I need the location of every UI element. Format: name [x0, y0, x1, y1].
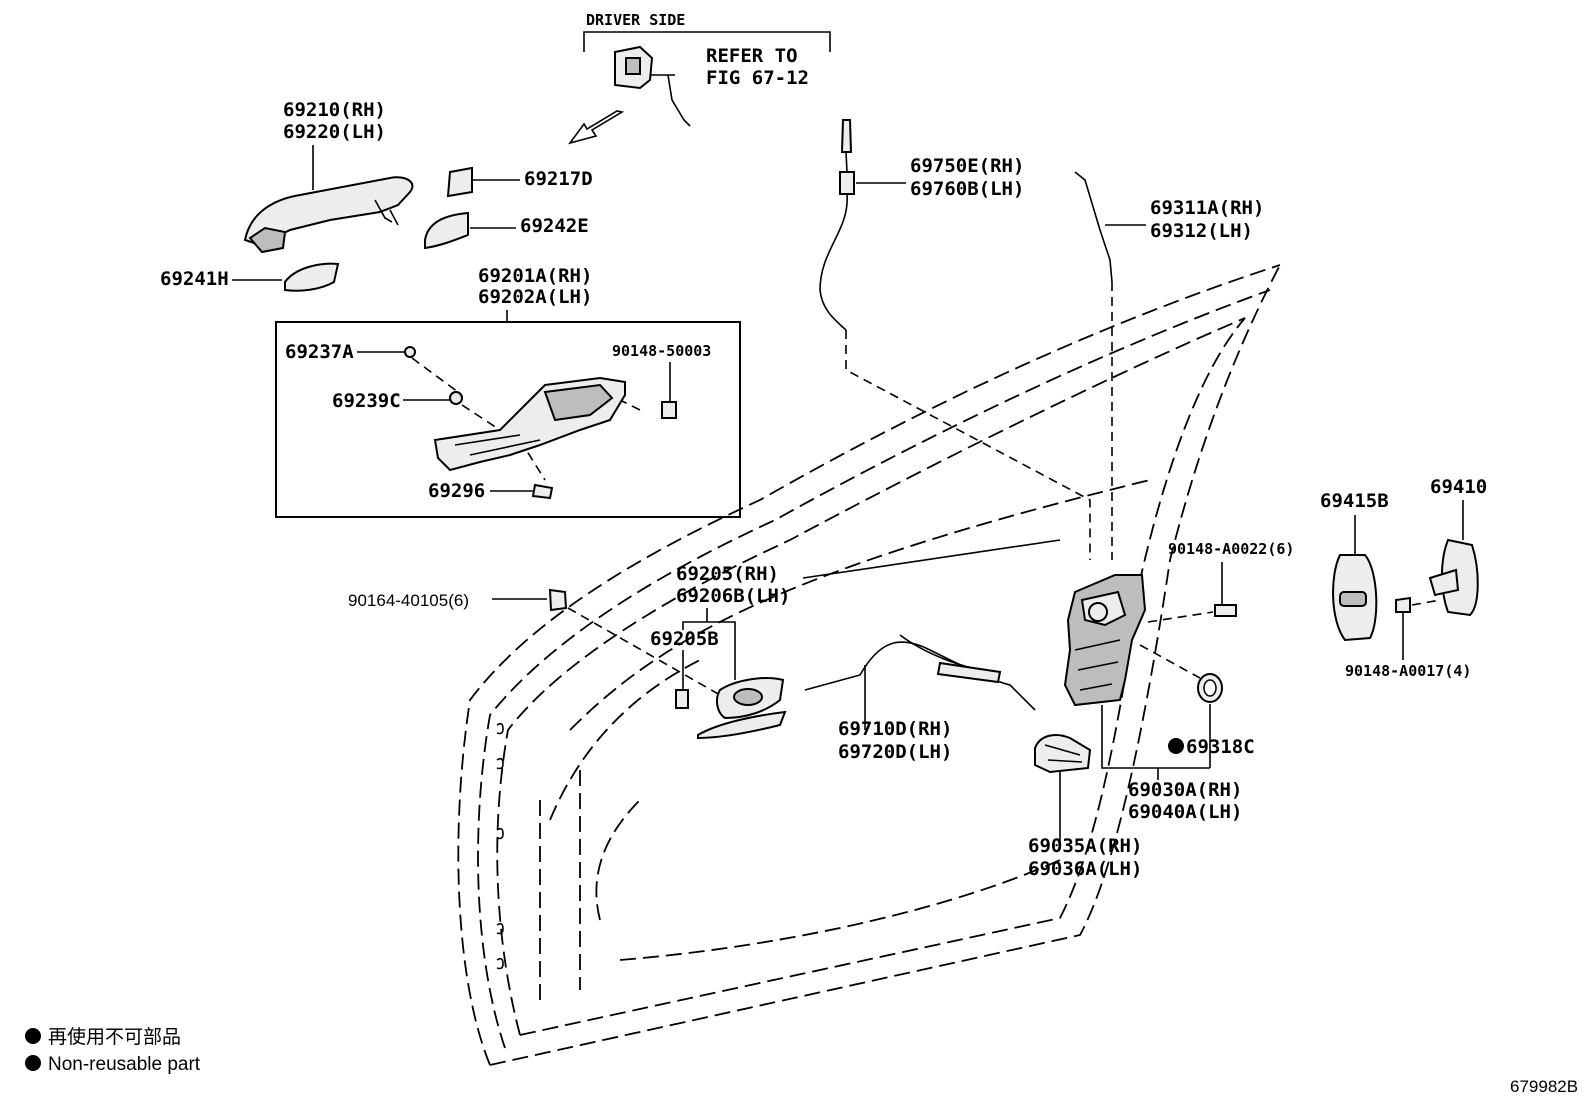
label-69206b-lh: 69206B(LH) [676, 585, 790, 607]
direction-arrow [567, 110, 625, 145]
label-90148-a0022: 90148-A0022(6) [1168, 540, 1294, 558]
label-69760b-lh: 69760B(LH) [910, 178, 1024, 200]
door-lock-striker-part [1441, 538, 1479, 617]
pad-69241h-part [284, 262, 340, 292]
rod-69311a-group: 69311A(RH) 69312(LH) [1074, 171, 1264, 560]
key-cylinder-part [614, 45, 691, 127]
figure-code: 679982B [1510, 1077, 1578, 1096]
label-69720d-lh: 69720D(LH) [838, 741, 952, 763]
label-69030a-rh: 69030A(RH) [1128, 779, 1242, 801]
label-69237a: 69237A [285, 341, 354, 363]
door-lock-assembly-group: 90148-A0022(6) 69318C 69030A(RH) 69040A(… [1028, 540, 1294, 880]
label-69040a-lh: 69040A(LH) [1128, 801, 1242, 823]
label-69318c: 69318C [1186, 736, 1255, 758]
label-90164-40105: 90164-40105(6) [348, 591, 469, 610]
handle-cover-69217d-part [446, 166, 473, 198]
cable-69750e-group: 69750E(RH) 69760B(LH) [819, 119, 1091, 560]
outside-door-handle-part [243, 176, 414, 247]
label-69241h: 69241H [160, 268, 229, 290]
refer-to-label: REFER TO [706, 45, 798, 67]
lock-cover-part [1034, 734, 1092, 774]
legend-dot-jp [25, 1028, 41, 1044]
label-69239c: 69239C [332, 390, 401, 412]
cable-69710d-group: 69710D(RH) 69720D(LH) [804, 634, 1036, 763]
striker-group: 69415B 69410 90148-A0017(4) [1320, 476, 1487, 680]
label-69202a-lh: 69202A(LH) [478, 286, 592, 308]
label-69750e-rh: 69750E(RH) [910, 155, 1024, 177]
label-90148-a0017: 90148-A0017(4) [1345, 662, 1471, 680]
label-69220-lh: 69220(LH) [283, 121, 386, 143]
label-69296: 69296 [428, 480, 485, 502]
door-body-outline [457, 264, 1281, 1066]
label-69205-rh: 69205(RH) [676, 563, 779, 585]
label-69242e: 69242E [520, 215, 589, 237]
driver-side-group: DRIVER SIDE REFER TO FIG 67-12 [567, 11, 831, 145]
non-reusable-dot [1168, 738, 1184, 754]
label-69312-lh: 69312(LH) [1150, 220, 1253, 242]
legend-en: Non-reusable part [48, 1054, 201, 1075]
label-69311a-rh: 69311A(RH) [1150, 197, 1264, 219]
handle-frame-group: 69201A(RH) 69202A(LH) 69237A 90148-50003… [275, 265, 741, 518]
frame-box [275, 321, 741, 518]
label-69036a-lh: 69036A(LH) [1028, 858, 1142, 880]
legend-jp: 再使用不可部品 [48, 1026, 181, 1048]
legend: 再使用不可部品 Non-reusable part [25, 1026, 201, 1075]
label-69035a-rh: 69035A(RH) [1028, 835, 1142, 857]
pad-69242e-part [424, 211, 469, 250]
refer-fig-label: FIG 67-12 [706, 67, 809, 89]
label-69410: 69410 [1430, 476, 1487, 498]
outside-handle-group: 69210(RH) 69220(LH) 69217D 69242E 69241H [160, 99, 593, 292]
label-69415b: 69415B [1320, 490, 1389, 512]
label-69217d: 69217D [524, 168, 593, 190]
label-69205b: 69205B [650, 628, 719, 650]
label-69710d-rh: 69710D(RH) [838, 718, 952, 740]
inside-handle-group: 69205(RH) 69206B(LH) 69205B 90164-40105(… [348, 539, 1061, 740]
label-69201a-rh: 69201A(RH) [478, 265, 592, 287]
legend-dot-en [25, 1055, 41, 1071]
driver-side-label: DRIVER SIDE [586, 11, 685, 29]
label-69210-rh: 69210(RH) [283, 99, 386, 121]
label-90148-50003: 90148-50003 [612, 342, 711, 360]
